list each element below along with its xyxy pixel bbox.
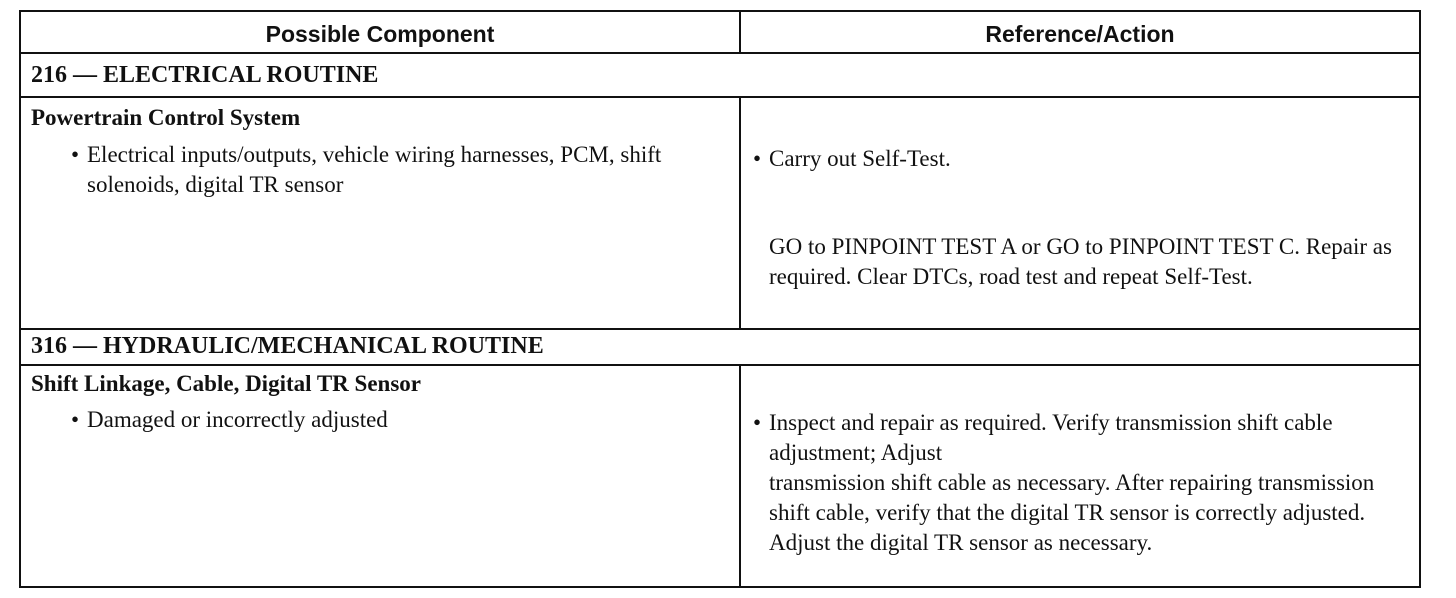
component-title: Powertrain Control System: [31, 105, 301, 130]
action-text: GO to PINPOINT TEST A or GO to PINPOINT …: [769, 234, 1392, 289]
bullet-icon: •: [71, 142, 80, 167]
component-title: Shift Linkage, Cable, Digital TR Sensor: [31, 371, 421, 396]
column-header-reference-action: Reference/Action: [985, 21, 1175, 47]
section-row-hydraulic: 316 — HYDRAULIC/MECHANICAL ROUTINE: [21, 330, 1419, 366]
action-bullet-text: Carry out Self-Test.: [769, 146, 951, 171]
action-cell: • Inspect and repair as required. Verify…: [741, 366, 1419, 586]
table-header-row: Possible Component Reference/Action: [21, 12, 1419, 54]
section-title: 316 — HYDRAULIC/MECHANICAL ROUTINE: [31, 333, 544, 359]
table-row: Powertrain Control System • Electrical i…: [21, 98, 1419, 330]
action-bullet: • Carry out Self-Test.: [753, 144, 1409, 174]
component-bullet-text: Electrical inputs/outputs, vehicle wirin…: [87, 142, 662, 197]
bullet-icon: •: [71, 407, 80, 432]
column-header-possible-component: Possible Component: [21, 12, 741, 52]
component-bullet: • Electrical inputs/outputs, vehicle wir…: [71, 140, 727, 200]
action-cell: • Carry out Self-Test. GO to PINPOINT TE…: [741, 98, 1419, 328]
table-row: Shift Linkage, Cable, Digital TR Sensor …: [21, 366, 1419, 586]
component-cell: Powertrain Control System • Electrical i…: [21, 98, 741, 328]
action-bullet-text: Inspect and repair as required. Verify t…: [769, 410, 1333, 465]
component-bullet-text: Damaged or incorrectly adjusted: [87, 407, 388, 432]
bullet-icon: •: [753, 410, 762, 435]
action-text: transmission shift cable as necessary. A…: [769, 470, 1375, 555]
section-title: 216 — ELECTRICAL ROUTINE: [31, 62, 379, 88]
diagnosis-table: Possible Component Reference/Action 216 …: [19, 10, 1421, 588]
section-row-electrical: 216 — ELECTRICAL ROUTINE: [21, 54, 1419, 98]
action-bullet: • Inspect and repair as required. Verify…: [753, 408, 1409, 468]
bullet-icon: •: [753, 146, 762, 171]
component-cell: Shift Linkage, Cable, Digital TR Sensor …: [21, 366, 741, 586]
component-bullet: • Damaged or incorrectly adjusted: [71, 405, 727, 435]
